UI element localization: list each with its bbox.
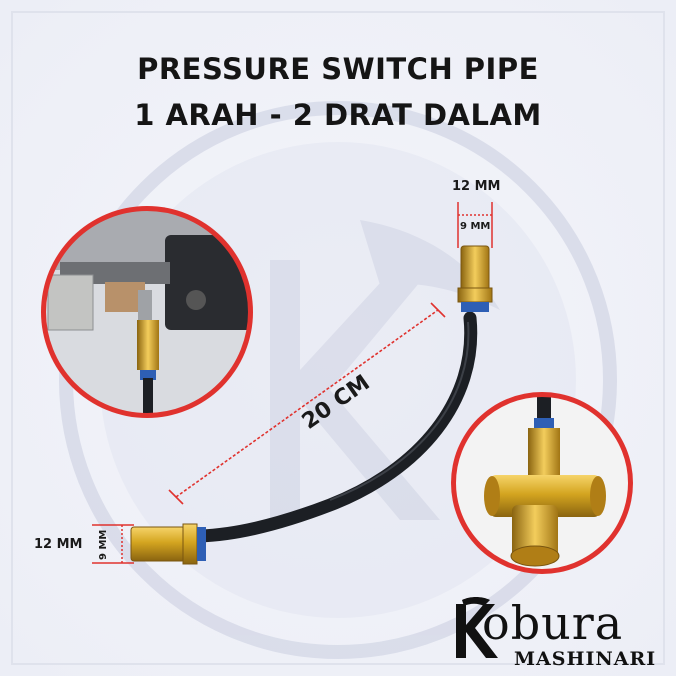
brand-wordmark: obura bbox=[482, 596, 624, 650]
left-brass-fitting bbox=[130, 523, 206, 565]
top-brass-fitting bbox=[457, 245, 493, 312]
tee-fitting-callout bbox=[451, 392, 633, 574]
top-inner-diameter-label: 9 MM bbox=[460, 221, 491, 232]
brand-tagline: MASHINARI bbox=[514, 648, 657, 670]
frame bbox=[11, 11, 665, 665]
kobura-logo-mark bbox=[456, 597, 498, 658]
left-outer-diameter-label: 12 MM bbox=[34, 537, 83, 552]
title-line-2: 1 ARAH - 2 DRAT DALAM bbox=[134, 98, 542, 132]
title-line-1: PRESSURE SWITCH PIPE bbox=[137, 52, 539, 86]
switch-closeup-callout bbox=[41, 206, 253, 418]
left-inner-diameter-label: 9 MM bbox=[98, 529, 109, 560]
left-diameter-bracket bbox=[92, 524, 134, 564]
length-dimension-line bbox=[168, 302, 446, 505]
top-outer-diameter-label: 12 MM bbox=[452, 179, 501, 194]
top-diameter-bracket bbox=[457, 202, 493, 248]
hose bbox=[193, 311, 478, 543]
